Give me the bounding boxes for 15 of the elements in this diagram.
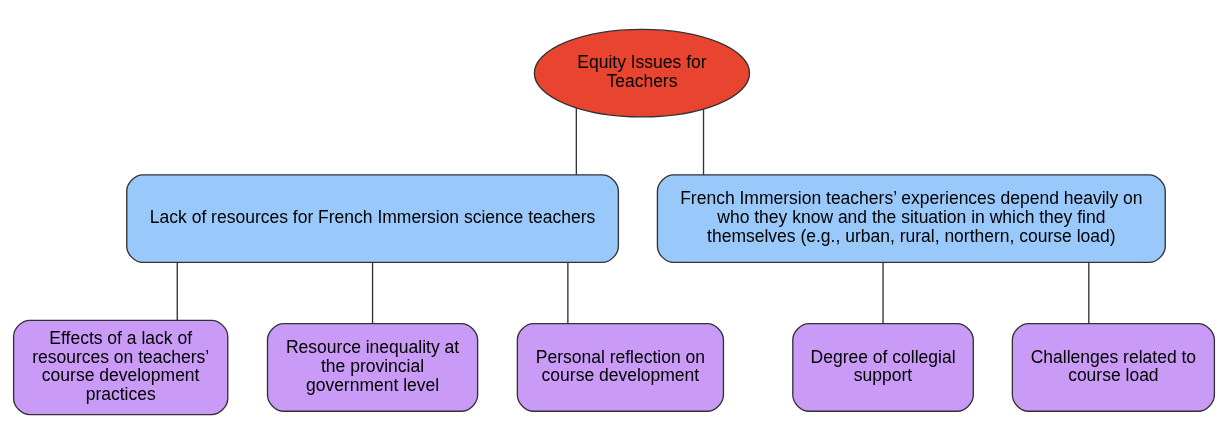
connector (702, 107, 705, 175)
node-box: Resource inequality at the provincial government level (266, 322, 479, 412)
node-box: Effects of a lack of resources on teachers’ course development practices (12, 319, 229, 415)
node-box: Lack of resources for French Immersion science teachers (126, 173, 620, 263)
connector (371, 261, 374, 324)
node-ellipse: Equity Issues for Teachers (533, 28, 751, 118)
connector (176, 261, 178, 321)
node-box: French Immersion teachers’ experiences depend heavily on who they know and the situation in which they find themselves (e.g., urban, rural, northern, course load) (656, 173, 1166, 263)
connector (1088, 261, 1090, 324)
connector (882, 261, 884, 324)
connector (567, 261, 569, 324)
node-box: Degree of collegial support (792, 322, 974, 412)
node-box: Personal reflection on course development (516, 322, 725, 412)
connector (575, 106, 577, 175)
node-box: Challenges related to course load (1011, 322, 1216, 412)
